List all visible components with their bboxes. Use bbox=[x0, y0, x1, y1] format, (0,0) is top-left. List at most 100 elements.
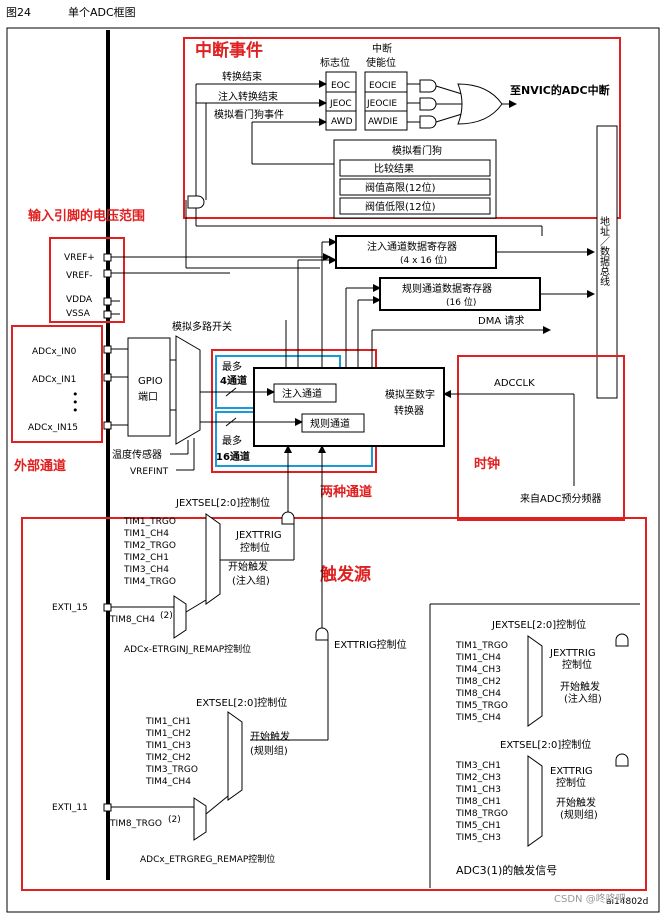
pin-vref-minus: VREF- bbox=[66, 271, 93, 281]
jexttrig-label-1: JEXTTRIG bbox=[235, 530, 282, 541]
tim8ch4-label: TIM8_CH4 bbox=[109, 615, 155, 625]
gpio-label-1: GPIO bbox=[138, 376, 163, 387]
clock-box bbox=[457, 355, 625, 521]
start-inj-2: (注入组) bbox=[232, 574, 270, 587]
adc3-jexttrig-2: 控制位 bbox=[562, 658, 592, 671]
dma-request: DMA 请求 bbox=[478, 314, 524, 327]
pin-dots-1: • bbox=[72, 388, 79, 401]
reg-signal-5: TIM4_CH4 bbox=[145, 777, 191, 787]
adc3-start-inj-2: (注入组) bbox=[564, 692, 602, 705]
adc3-start-reg-1: 开始触发 bbox=[556, 796, 596, 809]
enable-eocie: EOCIE bbox=[369, 81, 397, 91]
watermark: CSDN @咚咚吧 bbox=[554, 892, 626, 905]
adc3-inj-mux bbox=[527, 635, 543, 727]
adc3-reg-3: TIM8_CH1 bbox=[455, 797, 501, 807]
jextsel-label: JEXTSEL[2:0]控制位 bbox=[175, 496, 270, 509]
adc3-reg-4: TIM8_TRGO bbox=[455, 809, 508, 819]
gpio-port-block bbox=[127, 337, 171, 437]
adc3-inj-5: TIM5_TRGO bbox=[455, 701, 508, 711]
adc3-inj-2: TIM4_CH3 bbox=[455, 665, 501, 675]
adc3-inj-1: TIM1_CH4 bbox=[455, 653, 501, 663]
adc3-start-inj-1: 开始触发 bbox=[560, 680, 600, 693]
watchdog-high: 阀值高限(12位) bbox=[365, 181, 436, 194]
adc3-reg-5: TIM5_CH1 bbox=[455, 821, 501, 831]
adc3-jexttrig-1: JEXTTRIG bbox=[549, 648, 596, 659]
upto-injected: 最多 bbox=[222, 360, 242, 373]
prescaler-label: 来自ADC预分频器 bbox=[520, 492, 602, 505]
adc3-inj-0: TIM1_TRGO bbox=[455, 641, 508, 651]
pin-dots-2: • bbox=[72, 396, 79, 409]
adc3-extsel: EXTSEL[2:0]控制位 bbox=[500, 738, 591, 751]
pin-in1: ADCx_IN1 bbox=[32, 375, 76, 385]
enable-jeocie: JEOCIE bbox=[366, 99, 397, 109]
adcclk-label: ADCCLK bbox=[494, 378, 535, 389]
clock-label: 时钟 bbox=[474, 456, 500, 472]
adc3-jextsel: JEXTSEL[2:0]控制位 bbox=[491, 618, 586, 631]
watchdog-title: 模拟看门狗 bbox=[392, 144, 442, 157]
exttrig-label: EXTTRIG控制位 bbox=[334, 638, 407, 651]
reg-signal-3: TIM2_CH2 bbox=[145, 753, 191, 763]
pin-in0: ADCx_IN0 bbox=[32, 347, 77, 357]
extsel-label: EXTSEL[2:0]控制位 bbox=[196, 696, 287, 709]
regular-channel-label: 规则通道 bbox=[310, 417, 350, 430]
figure-title: 单个ADC框图 bbox=[68, 6, 136, 19]
inj-signal-3: TIM2_CH1 bbox=[123, 553, 169, 563]
injected-register-label: 注入通道数据寄存器 bbox=[367, 240, 457, 253]
temp-sensor: 温度传感器 bbox=[112, 448, 162, 461]
adc3-reg-signals: TIM3_CH1 TIM2_CH3 TIM1_CH3 TIM8_CH1 TIM8… bbox=[455, 761, 508, 843]
trigger-source-box bbox=[21, 517, 647, 891]
or-gate bbox=[457, 83, 503, 125]
inj-signal-5: TIM4_TRGO bbox=[123, 577, 176, 587]
injected-trigger-mux bbox=[205, 513, 221, 605]
trigger-source-label: 触发源 bbox=[319, 564, 371, 585]
adc3-inj-3: TIM8_CH2 bbox=[455, 677, 501, 687]
four-channels: 4通道 bbox=[220, 374, 247, 387]
adc3-start-reg-2: (规则组) bbox=[560, 808, 598, 821]
upto-regular: 最多 bbox=[222, 434, 242, 447]
flag-eoc: EOC bbox=[331, 81, 350, 91]
injected-data-register bbox=[335, 235, 497, 269]
injected-trigger-signals: TIM1_TRGO TIM1_CH4 TIM2_TRGO TIM2_CH1 TI… bbox=[123, 517, 176, 587]
reg-signal-2: TIM1_CH3 bbox=[145, 741, 191, 751]
etrginj-label: ADCx-ETRGINJ_REMAP控制位 bbox=[124, 643, 251, 655]
flag-awd: AWD bbox=[331, 117, 353, 127]
pin-vrefint: VREFINT bbox=[130, 467, 169, 477]
enable-awdie: AWDIE bbox=[368, 117, 398, 127]
figure-number: 图24 bbox=[6, 6, 31, 19]
voltage-pins-box bbox=[49, 237, 125, 323]
external-channels-label: 外部通道 bbox=[13, 458, 66, 474]
adc3-inj-4: TIM8_CH4 bbox=[455, 689, 501, 699]
regular-trigger-signals: TIM1_CH1 TIM1_CH2 TIM1_CH3 TIM2_CH2 TIM3… bbox=[145, 717, 198, 787]
mux-title: 模拟多路开关 bbox=[172, 320, 232, 333]
tim8trgo-label: TIM8_TRGO bbox=[109, 819, 162, 829]
inj-signal-4: TIM3_CH4 bbox=[123, 565, 169, 575]
adc3-reg-mux bbox=[527, 755, 543, 847]
interrupt-events-label: 中断事件 bbox=[195, 40, 263, 61]
injected-register-size: (4 x 16 位) bbox=[400, 254, 447, 266]
event-jeoc: 注入转换结束 bbox=[218, 90, 278, 103]
enable-register bbox=[364, 71, 408, 131]
adc-label-1: 模拟至数字 bbox=[385, 388, 435, 401]
pin-vssa: VSSA bbox=[66, 309, 91, 319]
inj-signal-0: TIM1_TRGO bbox=[123, 517, 176, 527]
sixteen-channels: 16通道 bbox=[216, 450, 250, 463]
etrgreg-label: ADCx_ETRGREG_REMAP控制位 bbox=[140, 853, 275, 865]
flag-register bbox=[325, 71, 357, 131]
event-awd: 模拟看门狗事件 bbox=[214, 108, 284, 121]
tim8ch4-note: (2) bbox=[160, 611, 173, 621]
start-inj-1: 开始触发 bbox=[228, 560, 268, 573]
enable-header-1: 中断 bbox=[372, 42, 392, 55]
exti11-label: EXTI_11 bbox=[52, 803, 88, 813]
regular-register-size: (16 位) bbox=[446, 296, 476, 308]
adc3-reg-1: TIM2_CH3 bbox=[455, 773, 501, 783]
enable-header-2: 使能位 bbox=[366, 56, 396, 69]
pin-vref-plus: VREF+ bbox=[64, 253, 95, 263]
adc3-reg-6: TIM5_CH3 bbox=[455, 833, 501, 843]
exti15-label: EXTI_15 bbox=[52, 603, 88, 613]
external-channels-box bbox=[11, 325, 103, 443]
adc3-reg-0: TIM3_CH1 bbox=[455, 761, 501, 771]
watchdog-compare: 比较结果 bbox=[374, 162, 414, 175]
injected-channel-label: 注入通道 bbox=[282, 387, 322, 400]
regular-trigger-mux bbox=[227, 711, 243, 801]
